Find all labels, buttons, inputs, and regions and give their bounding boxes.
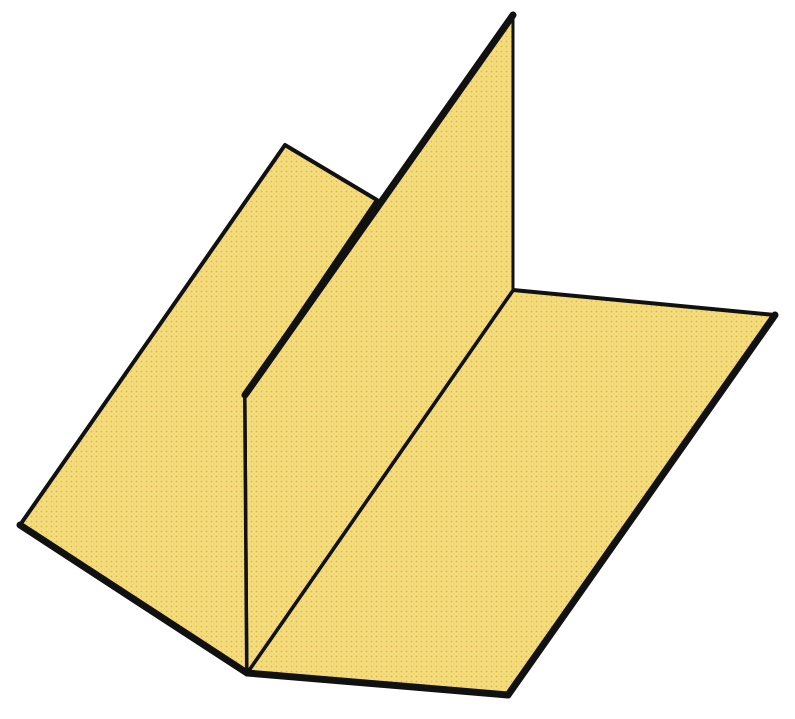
top-fold-edge [241, 11, 517, 399]
right-front-edge [504, 311, 779, 699]
bottom-edge [243, 669, 512, 699]
base-crease [245, 288, 515, 675]
front-vertical-edge [243, 393, 249, 675]
left-bottom-edge [16, 521, 251, 677]
